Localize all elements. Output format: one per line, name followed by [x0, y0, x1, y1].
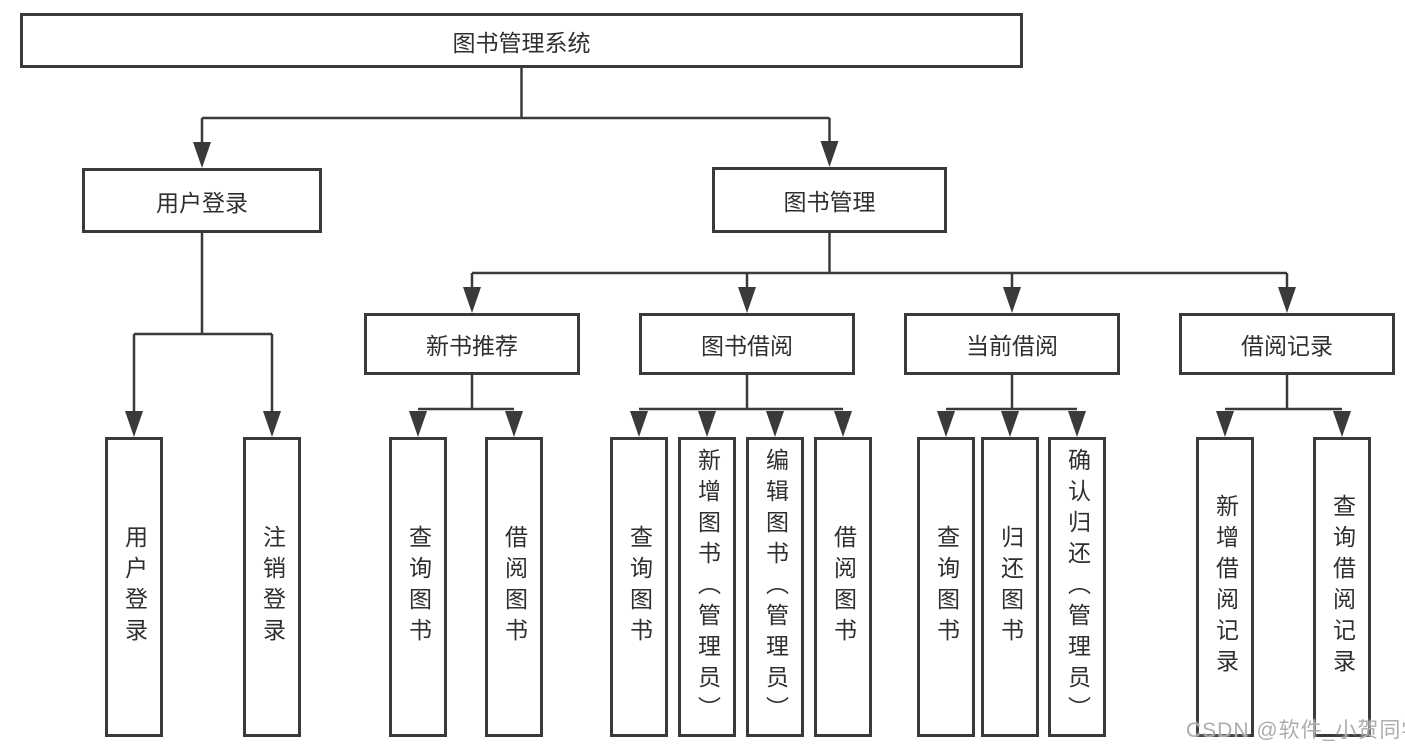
node-label: 查询图书 — [405, 525, 432, 649]
node-label: 用户登录 — [121, 525, 148, 649]
node-new-book-recommendation: 新书推荐 — [364, 313, 580, 375]
node-leaf-query-books-recommend: 查询图书 — [389, 437, 447, 737]
node-label: 新增图书（管理员） — [694, 447, 721, 727]
node-leaf-query-borrow-record: 查询借阅记录 — [1313, 437, 1371, 737]
node-leaf-edit-books-admin: 编辑图书（管理员） — [746, 437, 804, 737]
node-library-system: 图书管理系统 — [20, 13, 1023, 68]
node-leaf-confirm-return-admin: 确认归还（管理员） — [1048, 437, 1106, 737]
node-borrowing-records: 借阅记录 — [1179, 313, 1395, 375]
node-leaf-query-books-borrowing: 查询图书 — [610, 437, 668, 737]
node-book-borrowing: 图书借阅 — [639, 313, 855, 375]
node-label: 注销登录 — [259, 525, 286, 649]
node-leaf-add-borrow-record: 新增借阅记录 — [1196, 437, 1254, 737]
node-label: 借阅图书 — [501, 525, 528, 649]
node-book-management: 图书管理 — [712, 167, 947, 233]
node-label: 查询图书 — [626, 525, 653, 649]
node-label: 新增借阅记录 — [1212, 494, 1239, 680]
node-leaf-logout: 注销登录 — [243, 437, 301, 737]
node-label: 确认归还（管理员） — [1064, 447, 1091, 727]
node-label: 图书管理系统 — [452, 29, 591, 56]
node-label: 借阅图书 — [830, 525, 857, 649]
watermark: CSDN @软件_小贺同学 — [1186, 719, 1405, 742]
node-label: 查询借阅记录 — [1329, 494, 1356, 680]
node-leaf-user-login: 用户登录 — [105, 437, 163, 737]
node-leaf-add-books-admin: 新增图书（管理员） — [678, 437, 736, 737]
node-label: 归还图书 — [997, 525, 1024, 649]
node-leaf-return-books: 归还图书 — [981, 437, 1039, 737]
node-label: 借阅记录 — [1241, 333, 1333, 359]
node-current-borrowing: 当前借阅 — [904, 313, 1120, 375]
node-leaf-borrow-books-borrowing: 借阅图书 — [814, 437, 872, 737]
node-label: 图书管理 — [783, 189, 876, 215]
node-label: 编辑图书（管理员） — [762, 447, 789, 727]
node-label: 用户登录 — [156, 189, 248, 216]
node-leaf-query-books-current: 查询图书 — [917, 437, 975, 737]
node-leaf-borrow-books-recommend: 借阅图书 — [485, 437, 543, 737]
node-label: 新书推荐 — [426, 333, 518, 359]
node-label: 查询图书 — [933, 525, 960, 649]
node-label: 图书借阅 — [701, 333, 793, 359]
node-label: 当前借阅 — [966, 333, 1058, 359]
node-user-login: 用户登录 — [82, 168, 322, 233]
